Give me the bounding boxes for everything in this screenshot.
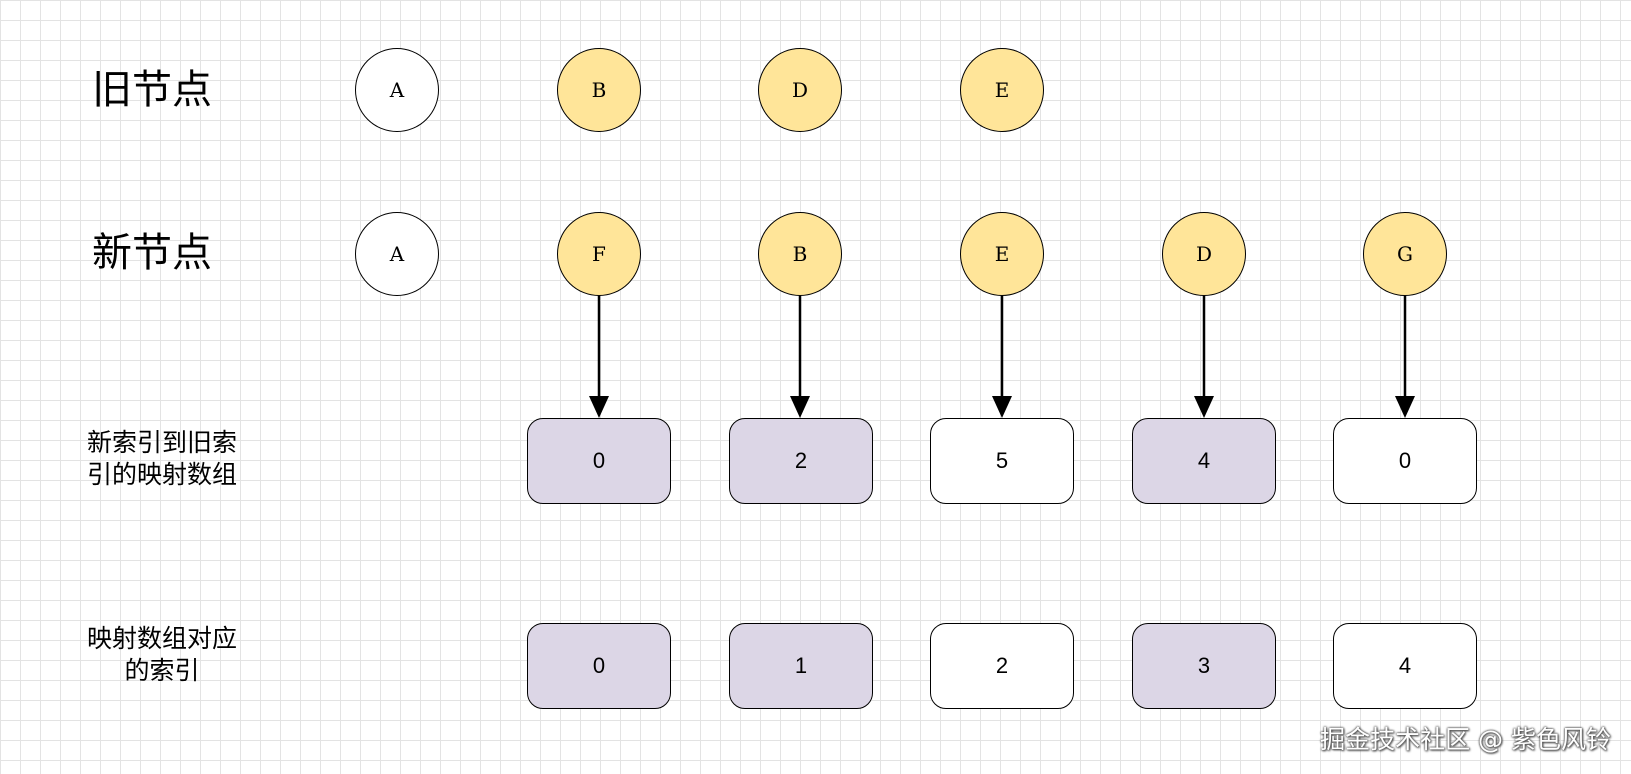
old-node-b: B [557, 48, 641, 132]
old-nodes-label: 旧节点 [92, 67, 212, 113]
arrowhead-g [1395, 396, 1415, 418]
watermark: 掘金技术社区 @ 紫色风铃 [1320, 725, 1611, 754]
old-node-a: A [355, 48, 439, 132]
arrowhead-b [790, 396, 810, 418]
mapping-array-cell-4: 0 [1333, 418, 1477, 504]
new-node-e: E [960, 212, 1044, 296]
arrowhead-d [1194, 396, 1214, 418]
mapping-array-label: 新索引到旧索 引的映射数组 [52, 427, 272, 491]
mapping-index-cell-2: 2 [930, 623, 1074, 709]
mapping-array-cell-2: 5 [930, 418, 1074, 504]
new-node-a: A [355, 212, 439, 296]
arrowhead-f [589, 396, 609, 418]
mapping-index-label-line1: 映射数组对应 [86, 624, 237, 653]
old-node-e: E [960, 48, 1044, 132]
new-node-f: F [557, 212, 641, 296]
mapping-array-label-line1: 新索引到旧索 [86, 428, 237, 457]
mapping-index-cell-0: 0 [527, 623, 671, 709]
mapping-array-cell-1: 2 [729, 418, 873, 504]
mapping-index-label-line2: 的索引 [124, 656, 200, 685]
mapping-array-cell-3: 4 [1132, 418, 1276, 504]
mapping-array-label-line2: 引的映射数组 [86, 460, 237, 489]
mapping-index-label: 映射数组对应 的索引 [52, 623, 272, 687]
mapping-index-cell-3: 3 [1132, 623, 1276, 709]
mapping-array-cell-0: 0 [527, 418, 671, 504]
mapping-index-cell-1: 1 [729, 623, 873, 709]
old-node-d: D [758, 48, 842, 132]
new-node-b: B [758, 212, 842, 296]
new-node-g: G [1363, 212, 1447, 296]
arrowhead-e [992, 396, 1012, 418]
mapping-index-cell-4: 4 [1333, 623, 1477, 709]
new-nodes-label: 新节点 [92, 230, 212, 276]
new-node-d: D [1162, 212, 1246, 296]
